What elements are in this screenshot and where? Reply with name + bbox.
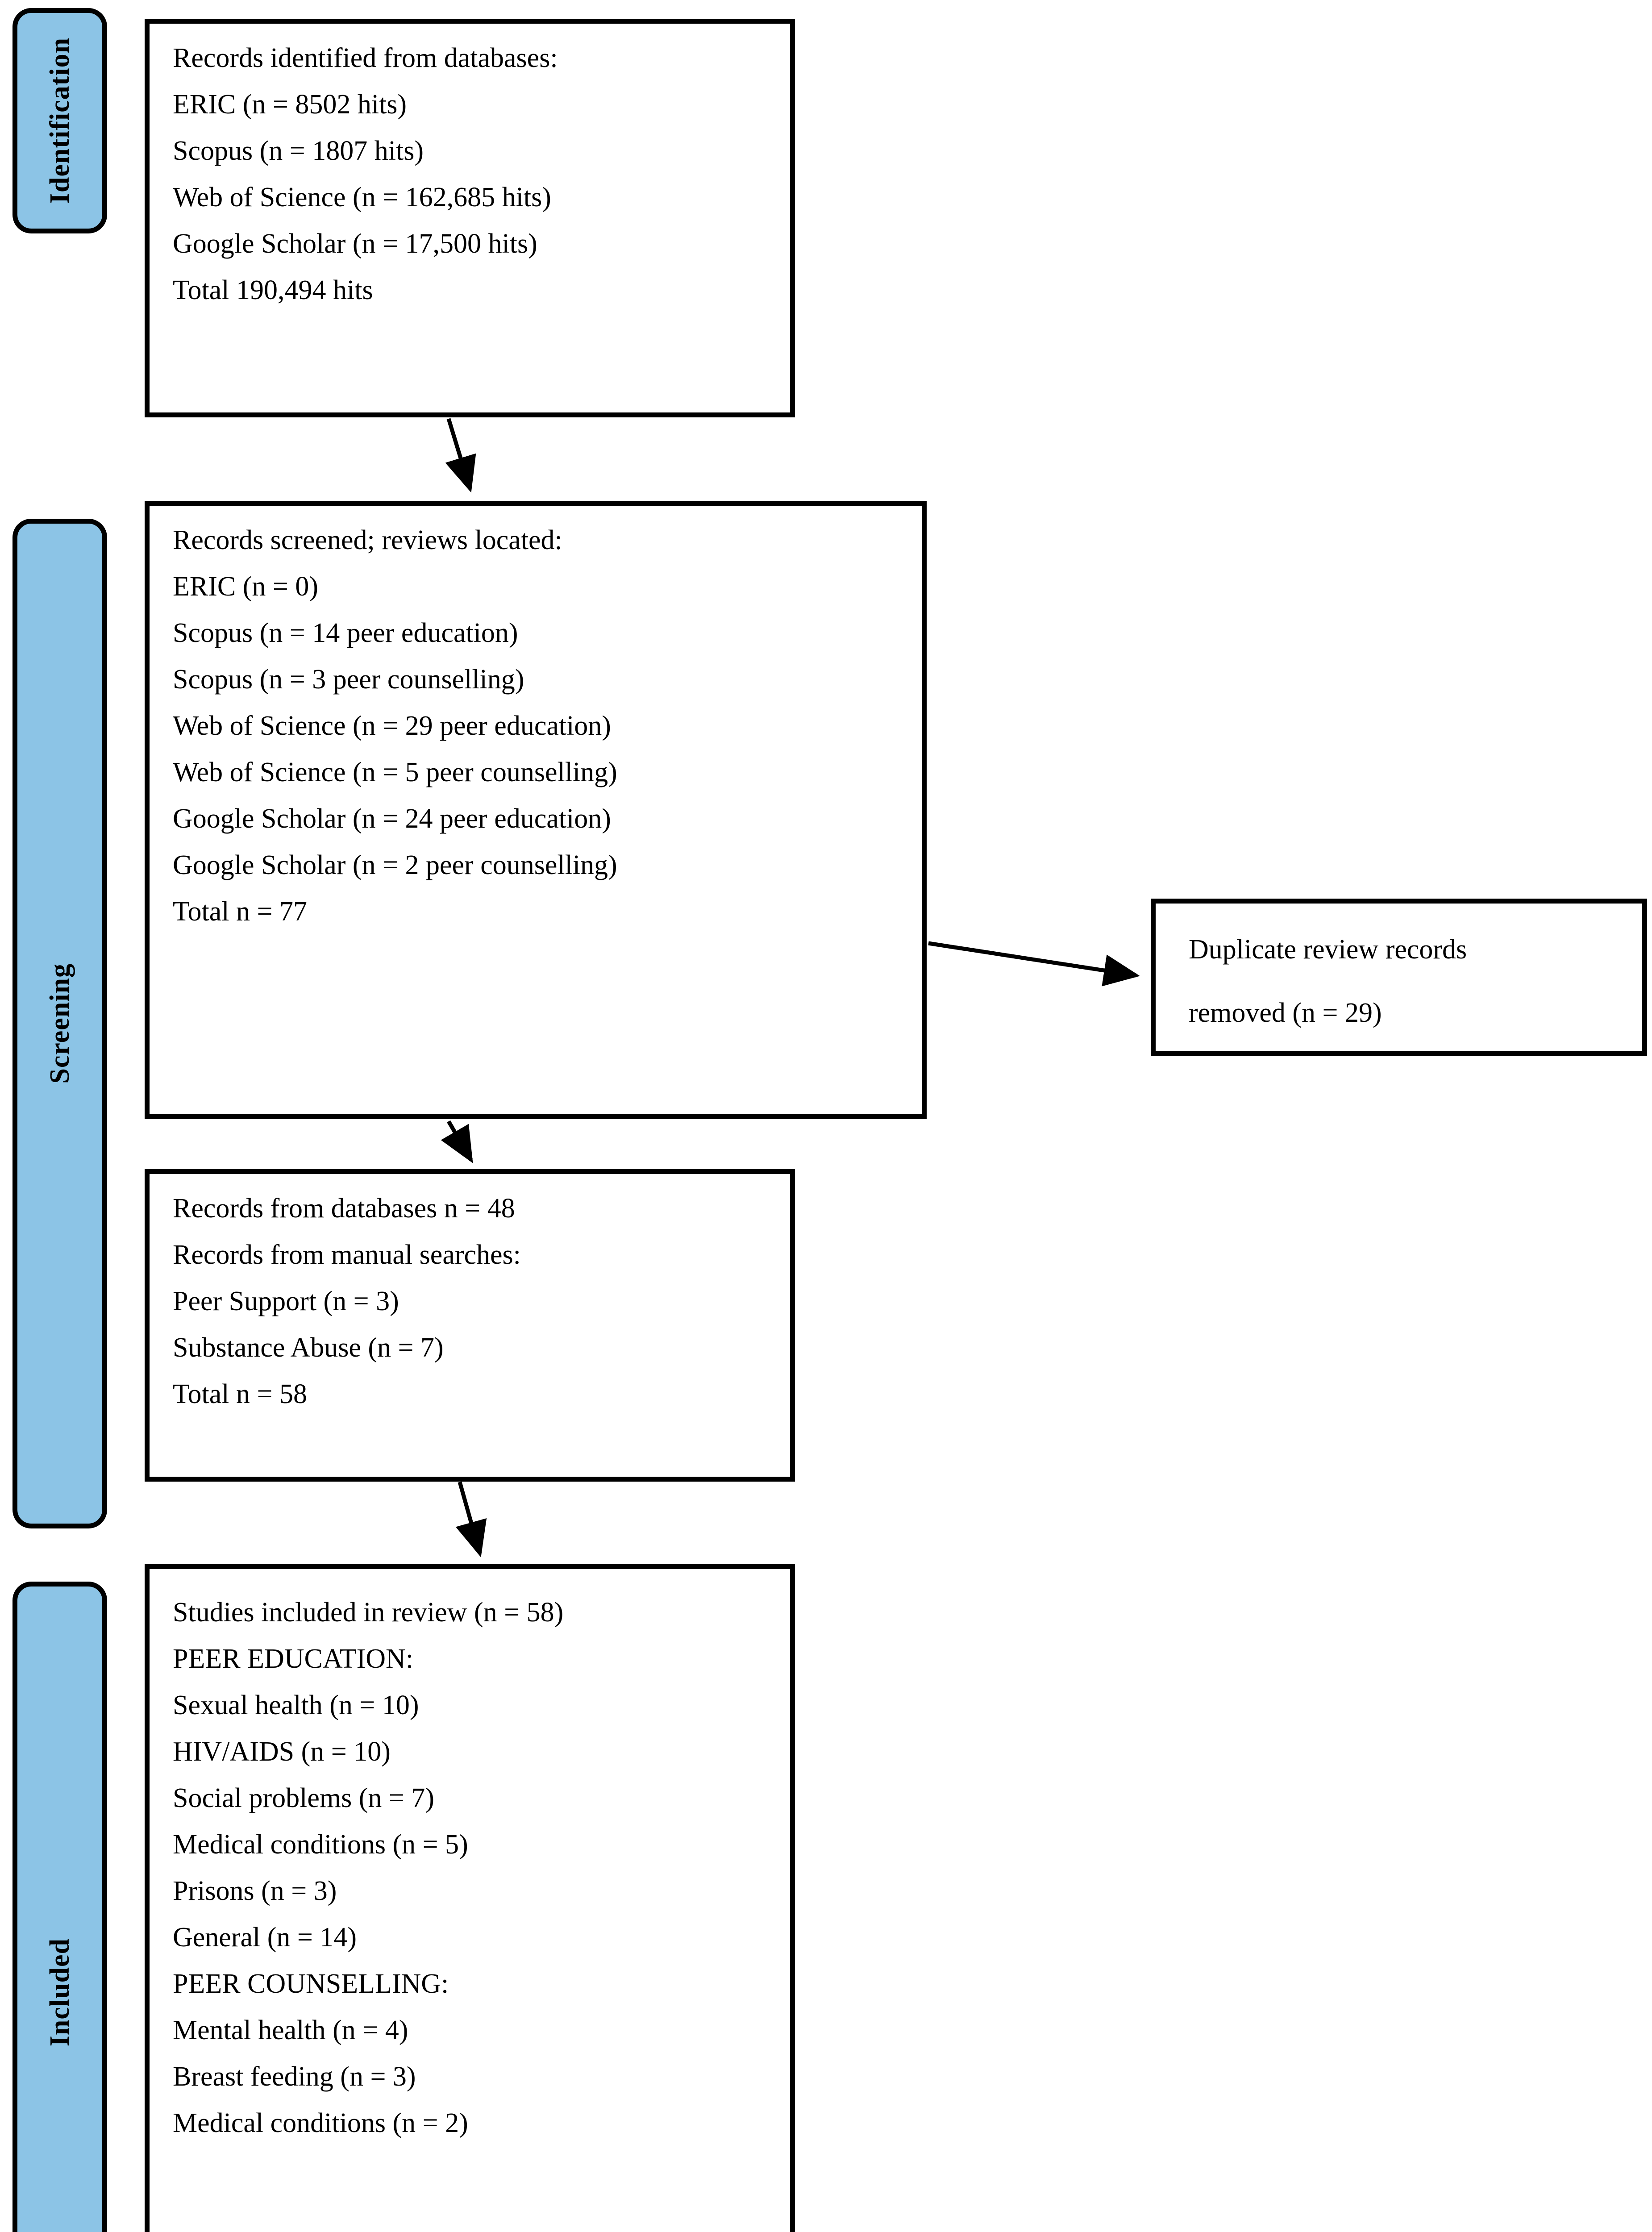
box-studies-included: Studies included in review (n = 58) PEER… — [145, 1564, 795, 2232]
box-records-from-databases: Records from databases n = 48 Records fr… — [145, 1169, 795, 1482]
box-line: Scopus (n = 3 peer counselling) — [173, 664, 524, 695]
box-line: Web of Science (n = 5 peer counselling) — [173, 757, 617, 787]
box-duplicate-records-removed: Duplicate review records removed (n = 29… — [1151, 899, 1647, 1056]
box-line: Duplicate review records — [1189, 934, 1467, 965]
arrow-identified-to-screened — [445, 418, 476, 493]
box-line: Breast feeding (n = 3) — [173, 2061, 416, 2092]
box-line: Google Scholar (n = 24 peer education) — [173, 804, 611, 834]
box-line: Sexual health (n = 10) — [173, 1690, 419, 1720]
box-line: Scopus (n = 1807 hits) — [173, 136, 424, 166]
box-line: Scopus (n = 14 peer education) — [173, 618, 518, 648]
box-line: Web of Science (n = 29 peer education) — [173, 711, 611, 741]
box-line: Total n = 77 — [173, 896, 307, 927]
box-line: Substance Abuse (n = 7) — [173, 1333, 444, 1363]
arrow-screened-to-records — [441, 1120, 473, 1163]
box-line: ERIC (n = 0) — [173, 571, 318, 602]
box-line: PEER COUNSELLING: — [173, 1969, 449, 1999]
box-line: Web of Science (n = 162,685 hits) — [173, 182, 551, 212]
arrow-screened-to-duplicates — [928, 941, 1140, 987]
box-line: removed (n = 29) — [1189, 998, 1382, 1028]
box-line: Prisons (n = 3) — [173, 1876, 337, 1906]
box-records-screened: Records screened; reviews located: ERIC … — [145, 501, 927, 1119]
box-line: HIV/AIDS (n = 10) — [173, 1736, 391, 1767]
box-line: Social problems (n = 7) — [173, 1783, 434, 1813]
box-line: Records identified from databases: — [173, 43, 558, 73]
box-line: Mental health (n = 4) — [173, 2015, 408, 2045]
stage-bar-identification: Identification — [12, 8, 107, 233]
stage-bar-included: Included — [12, 1582, 107, 2232]
box-line: Records from manual searches: — [173, 1240, 521, 1270]
arrow-records-to-included — [455, 1481, 487, 1557]
box-line: Peer Support (n = 3) — [173, 1286, 399, 1316]
box-line: ERIC (n = 8502 hits) — [173, 89, 407, 120]
box-line: General (n = 14) — [173, 1922, 357, 1953]
box-line: Total n = 58 — [173, 1379, 307, 1409]
box-line: Google Scholar (n = 2 peer counselling) — [173, 850, 617, 880]
box-line: Medical conditions (n = 5) — [173, 1829, 468, 1860]
stage-label-identification: Identification — [45, 37, 75, 204]
stage-label-screening: Screening — [45, 963, 75, 1084]
box-records-identified: Records identified from databases: ERIC … — [145, 19, 795, 417]
box-line: PEER EDUCATION: — [173, 1644, 414, 1674]
box-line: Google Scholar (n = 17,500 hits) — [173, 229, 537, 259]
box-line: Records from databases n = 48 — [173, 1193, 515, 1224]
box-line: Studies included in review (n = 58) — [173, 1597, 564, 1628]
box-line: Medical conditions (n = 2) — [173, 2108, 468, 2138]
box-line: Records screened; reviews located: — [173, 525, 562, 555]
stage-bar-screening: Screening — [12, 519, 107, 1528]
stage-label-included: Included — [45, 1938, 75, 2047]
box-line: Total 190,494 hits — [173, 275, 373, 305]
